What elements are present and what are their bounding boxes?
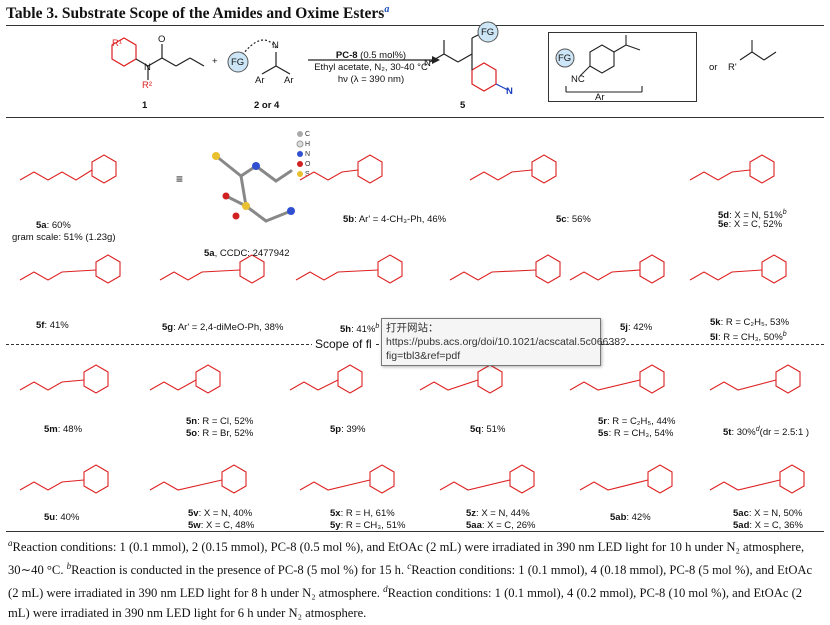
molecule-structures (19, 154, 805, 494)
legend-or: or (709, 62, 718, 73)
svg-text:C: C (305, 131, 310, 138)
compound-5b: 5b: Ar' = 4-CH₃-Ph, 46% (343, 214, 447, 225)
compound-5h: 5h: 41%b (340, 323, 380, 336)
o-label: O (158, 34, 166, 45)
compound-5t: 5t: 30%d(dr = 2.5:1 ) (723, 426, 810, 439)
compound-5m: 5m: 48% (44, 424, 83, 435)
compound-5n: 5n: R = Cl, 52% (186, 416, 254, 427)
crystal-structure-image: C H N O S (212, 131, 311, 223)
reaction-conditions: PC-8 (0.5 mol%) Ethyl acetate, N₂, 30-40… (314, 50, 428, 85)
svg-text:O: O (305, 161, 311, 168)
product-n-label: N (424, 58, 431, 69)
compound-5w: 5w: X = C, 48% (188, 520, 255, 531)
footnote-d: Reaction conditions: 1 (0.1 mmol), 4 (0.… (8, 586, 803, 620)
top-rule (6, 25, 824, 26)
footnotes: aReaction conditions: 1 (0.1 mmol), 2 (0… (8, 538, 813, 620)
oxime-n-label: N (272, 40, 279, 51)
ar-right-label: Ar (284, 75, 294, 86)
compound-5l: 5l: R = CH₃, 50%b (710, 331, 787, 344)
compound-5x: 5x: R = H, 61% (330, 508, 395, 519)
equivalence-sign: ≡ (176, 172, 184, 186)
compound-5ac: 5ac: X = N, 50% (733, 508, 803, 519)
compound-5a: 5a: 60% (36, 220, 71, 231)
compound-5aa: 5aa: X = C, 26% (466, 520, 536, 531)
compound-5z: 5z: X = N, 44% (466, 508, 530, 519)
compound-5e: 5e: X = C, 52% (718, 219, 783, 230)
compound-5d: 5d: X = N, 51%b (718, 209, 787, 222)
r2-label: R² (142, 80, 153, 91)
compound-5k: 5k: R = C₂H₅, 53% (710, 317, 790, 328)
reaction-scheme (111, 21, 777, 93)
svg-text:S: S (305, 171, 310, 178)
compound-5a-gram: gram scale: 51% (1.23g) (12, 232, 116, 243)
compound-5a-ccdc: 5a, CCDC: 2477942 (204, 248, 290, 259)
table-title: Table 3. Substrate Scope of the Amides a… (6, 4, 390, 23)
compound-5c: 5c: 56% (556, 214, 591, 225)
svg-text:N: N (305, 151, 310, 158)
section-heading: Scope of fl (312, 337, 375, 351)
legend-rprime: R' (728, 62, 737, 73)
compound-5f: 5f: 41% (36, 320, 69, 331)
legend-nc-label: NC (571, 74, 585, 85)
footnote-c: Reaction conditions: 1 (0.1 mmol), 4 (0.… (8, 563, 813, 601)
n-label: N (144, 62, 151, 73)
fg-legend-box (548, 32, 697, 102)
compound-5ad: 5ad: X = C, 36% (733, 520, 803, 531)
footnote-a: Reaction conditions: 1 (0.1 mmol), 2 (0.… (8, 540, 805, 578)
compound-5o: 5o: R = Br, 52% (186, 428, 254, 439)
link-tooltip[interactable]: 打开网站：https://pubs.acs.org/doi/10.1021/ac… (381, 318, 626, 366)
compound-5j: 5j: 42% (620, 322, 653, 333)
compound-5ab: 5ab: 42% (610, 512, 651, 523)
compound-5v: 5v: X = N, 40% (188, 508, 253, 519)
compound-5g: 5g: Ar' = 2,4-diMeO-Ph, 38% (162, 322, 284, 333)
legend-fg-label: FG (558, 53, 572, 64)
compound-5q: 5q: 51% (470, 424, 506, 435)
compound-5r: 5r: R = C₂H₅, 44% (598, 416, 676, 427)
compound-5p: 5p: 39% (330, 424, 366, 435)
product-fg-label: FG (481, 27, 495, 38)
svg-text:H: H (305, 141, 310, 148)
compound-5s: 5s: R = CH₃, 54% (598, 428, 674, 439)
ar-left-label: Ar (255, 75, 265, 86)
product-label: 5 (460, 100, 466, 111)
compound-5u: 5u: 40% (44, 512, 80, 523)
legend-ar-label: Ar (595, 92, 605, 103)
r1-label: R¹ (112, 38, 123, 49)
fg-label: FG (231, 57, 245, 68)
plus-sign: + (212, 56, 218, 67)
compound-5y: 5y: R = CH₃, 51% (330, 520, 406, 531)
product-cn-label: N (506, 86, 513, 97)
bottom-rule (6, 531, 824, 532)
reactant2-label: 2 or 4 (254, 100, 280, 111)
reactant1-label: 1 (142, 100, 148, 111)
footnote-b: Reaction is conducted in the presence of… (71, 563, 405, 578)
scheme-rule (6, 117, 824, 118)
